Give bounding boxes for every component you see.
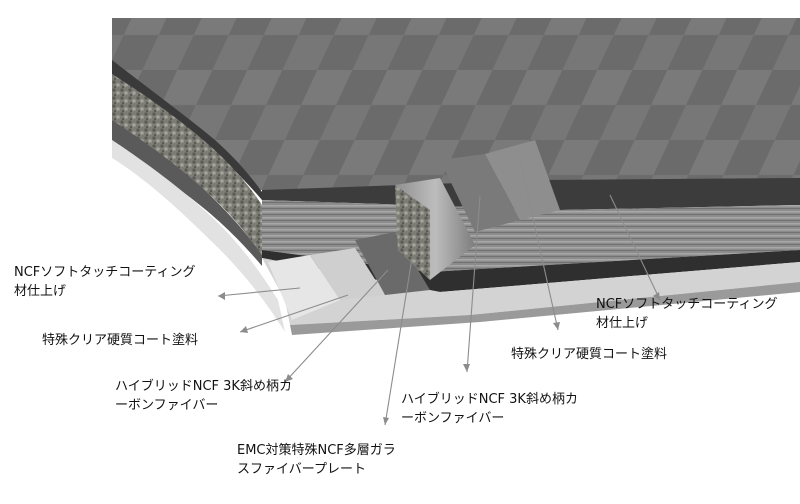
label-line: EMC対策特殊NCF多層ガラ (237, 443, 396, 458)
label-line: スファイバープレート (237, 462, 366, 477)
bottom-outer-shell (112, 140, 285, 332)
step-upper-far (485, 140, 560, 220)
label-line: NCFソフトタッチコーティング (596, 297, 778, 312)
lower-fiber-band (112, 120, 262, 266)
label-line: 特殊クリア硬質コート塗料 (42, 333, 199, 348)
step-block-side (395, 185, 430, 280)
leader-lines (217, 159, 661, 426)
leader-arrowheads (218, 292, 660, 425)
foam-core-side (112, 74, 262, 255)
top-carbon-surface (112, 18, 800, 195)
label-line: 材仕上げ (14, 284, 67, 299)
top-edge-band (112, 60, 262, 200)
label-line: ハイブリッドNCF 3K斜め柄カ (115, 379, 292, 394)
label-hybrid-right: ハイブリッドNCF 3K斜め柄カ ーボンファイバー (401, 390, 578, 428)
label-ncf-soft-left: NCFソフトタッチコーティング 材仕上げ (14, 263, 196, 301)
label-clear-coat-right: 特殊クリア硬質コート塗料 (511, 345, 667, 364)
label-line: 材仕上げ (596, 316, 649, 331)
label-line: ーボンファイバー (401, 411, 505, 426)
label-clear-coat-left: 特殊クリア硬質コート塗料 (42, 331, 198, 350)
label-line: 特殊クリア硬質コート塗料 (511, 347, 668, 362)
label-emc-plate: EMC対策特殊NCF多層ガラ スファイバープレート (237, 441, 396, 479)
step-glass-mid (310, 248, 385, 300)
step-fiber-mid (355, 232, 430, 295)
section-bottom-edge (290, 282, 800, 335)
label-ncf-soft-right: NCFソフトタッチコーティング 材仕上げ (596, 295, 778, 333)
label-line: NCFソフトタッチコーティング (14, 265, 196, 280)
step-upper-right (440, 154, 520, 232)
label-hybrid-left: ハイブリッドNCF 3K斜め柄カ ーボンファイバー (115, 377, 292, 415)
label-line: ハイブリッドNCF 3K斜め柄カ (401, 392, 578, 407)
label-line: ーボンファイバー (115, 398, 219, 413)
section-glass-plate (262, 258, 800, 325)
